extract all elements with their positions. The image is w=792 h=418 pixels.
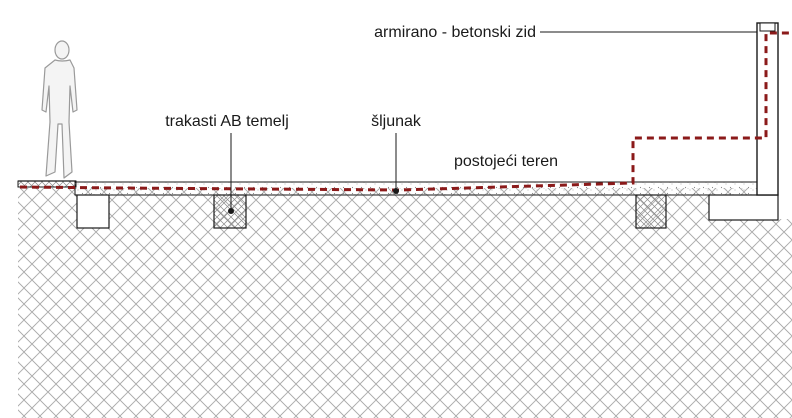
existing-terrain-line: [19, 31, 792, 192]
gravel-leader-dot: [393, 188, 399, 194]
wall-footing: [708, 194, 779, 221]
strip-foundation-3: [635, 194, 667, 229]
foundation-leader-dot: [228, 208, 234, 214]
standing-person-icon: [41, 40, 78, 179]
soil-ground: [18, 188, 792, 418]
label-terrain: postojeći teren: [454, 153, 558, 170]
rc-wall-cap: [759, 22, 776, 32]
strip-foundation-1: [76, 194, 110, 229]
label-wall: armirano - betonski zid: [374, 24, 536, 41]
label-foundation: trakasti AB temelj: [165, 113, 289, 130]
label-gravel: šljunak: [371, 113, 422, 130]
